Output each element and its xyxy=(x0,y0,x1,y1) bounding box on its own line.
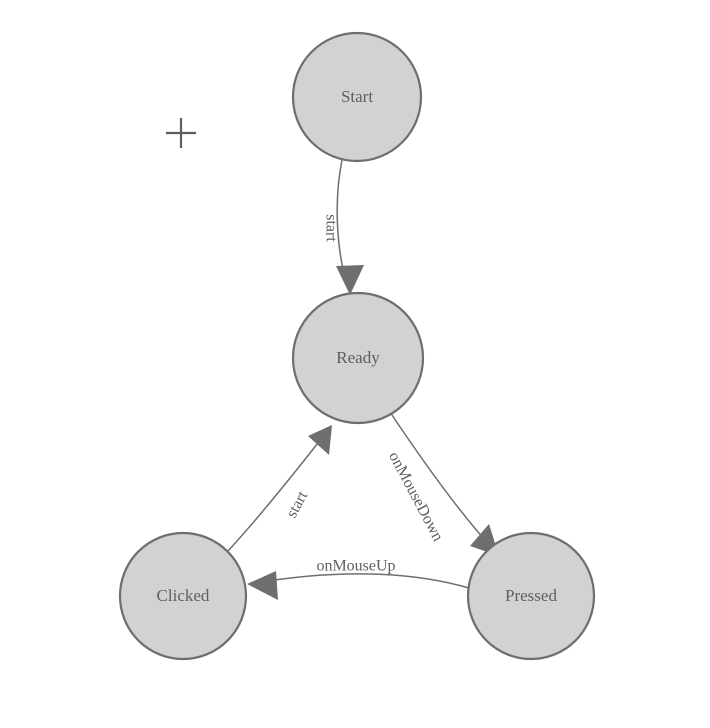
edge-label-start-to-ready: start xyxy=(322,214,339,242)
crosshair-icon xyxy=(166,118,196,148)
arrowhead-clicked-to-ready xyxy=(308,425,332,455)
edge-pressed-to-clicked[interactable]: onMouseUp xyxy=(247,558,470,600)
edge-clicked-to-ready[interactable]: start xyxy=(227,425,332,552)
node-circle-pressed[interactable] xyxy=(466,531,596,661)
edge-start-to-ready[interactable]: start xyxy=(322,159,364,295)
edge-path-clicked-to-ready xyxy=(227,433,326,552)
edge-label-pressed-to-clicked: onMouseUp xyxy=(316,558,395,575)
node-circle-clicked[interactable] xyxy=(118,531,248,661)
node-circle-ready[interactable] xyxy=(291,291,425,425)
node-label-pressed: Pressed xyxy=(505,586,557,605)
node-start[interactable]: Start xyxy=(291,31,423,163)
arrowhead-start-to-ready xyxy=(336,265,364,295)
edge-path-pressed-to-clicked xyxy=(255,573,470,589)
node-circle-start[interactable] xyxy=(291,31,423,163)
edge-label-ready-to-pressed: onMouseDown xyxy=(385,449,446,544)
edge-ready-to-pressed[interactable]: onMouseDown xyxy=(385,411,499,556)
node-clicked[interactable]: Clicked xyxy=(118,531,248,661)
edge-label-clicked-to-ready: start xyxy=(283,488,311,521)
node-label-clicked: Clicked xyxy=(157,586,210,605)
node-pressed[interactable]: Pressed xyxy=(466,531,596,661)
node-label-ready: Ready xyxy=(336,348,380,367)
node-ready[interactable]: Ready xyxy=(291,291,425,425)
arrowhead-pressed-to-clicked xyxy=(247,571,278,600)
node-label-start: Start xyxy=(341,87,373,106)
